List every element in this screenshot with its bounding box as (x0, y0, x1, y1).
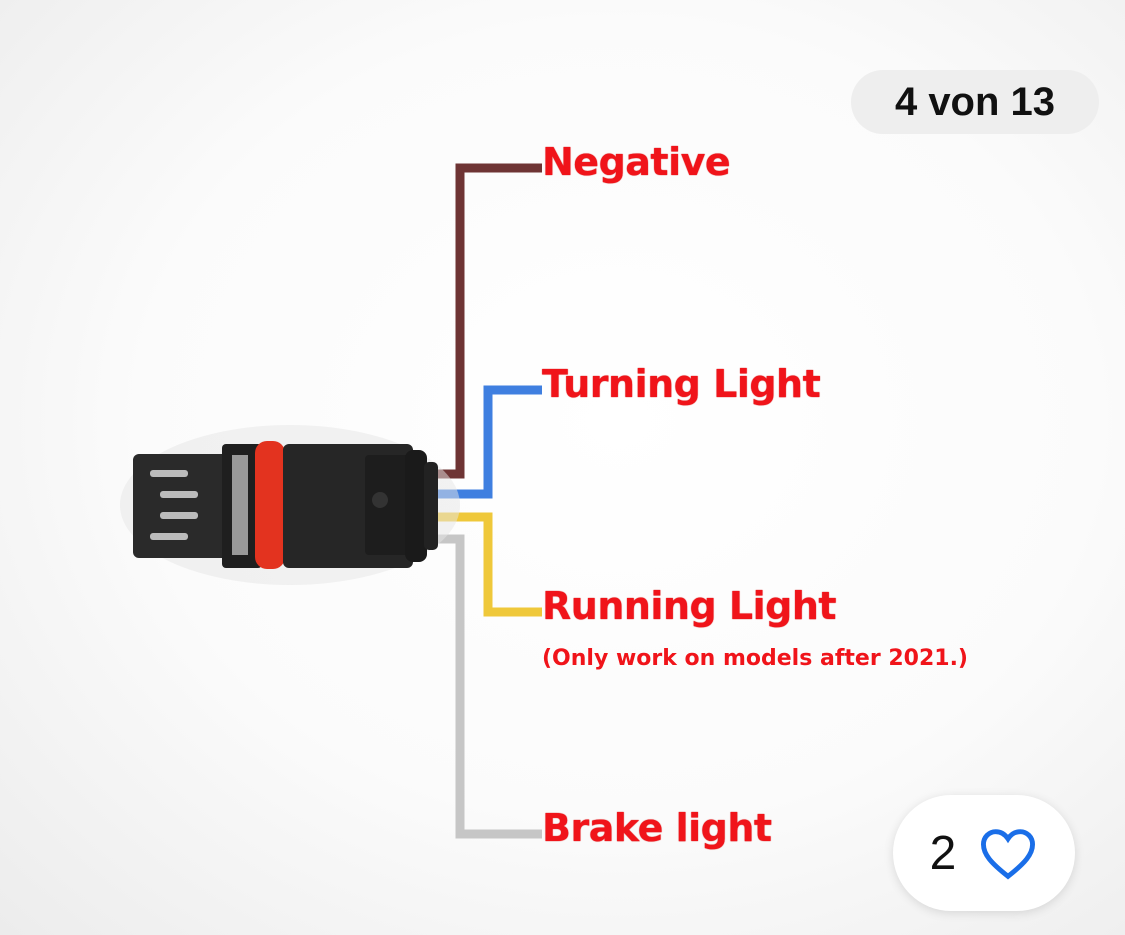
label-running-light: Running Light (542, 584, 837, 628)
wire-negative (436, 163, 542, 479)
label-turning-light: Turning Light (542, 362, 821, 406)
image-counter: 4 von 13 (851, 70, 1099, 134)
wire-running (436, 512, 542, 617)
wire-turning (436, 385, 542, 499)
connector-image (120, 425, 460, 585)
wire-brake (436, 534, 542, 839)
label-negative: Negative (542, 140, 731, 184)
favorite-button[interactable]: 2 (893, 795, 1075, 911)
wires (436, 163, 542, 839)
favorite-count: 2 (929, 826, 957, 880)
label-brake-light: Brake light (542, 806, 772, 850)
label-running-note: (Only work on models after 2021.) (542, 646, 968, 671)
heart-outline-icon (981, 829, 1036, 880)
